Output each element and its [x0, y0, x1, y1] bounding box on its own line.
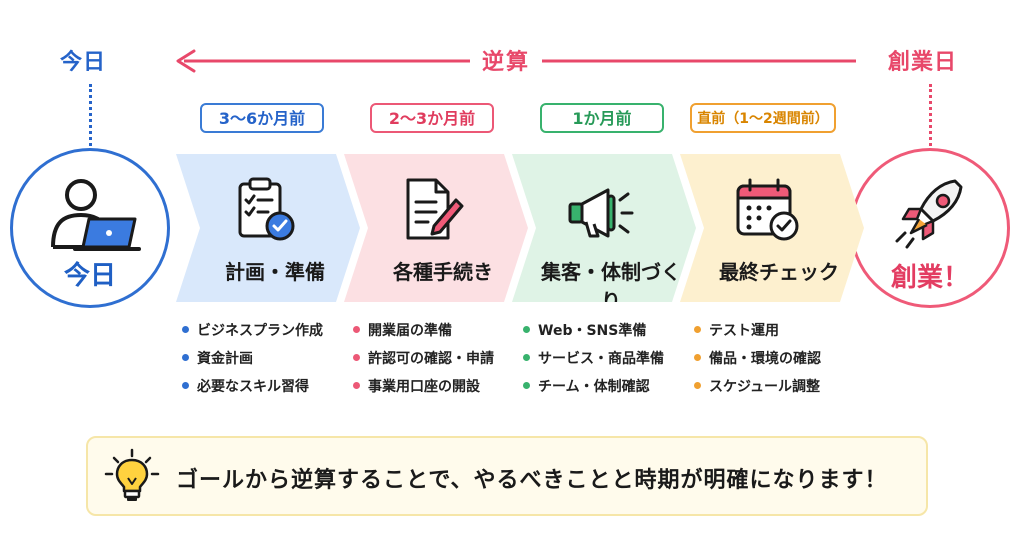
tip-icon-container	[102, 448, 162, 504]
list-item: サービス・商品準備	[523, 348, 664, 376]
launch-day-top-label: 創業日	[888, 50, 958, 75]
timing-badge-3: 1か月前	[540, 103, 664, 133]
dotted-connector-left	[89, 84, 92, 146]
step-chevron-procedures: 各種手続き	[344, 154, 528, 302]
today-circle: 今日	[10, 148, 170, 308]
task-list-plan: ビジネスプラン作成 資金計画 必要なスキル習得	[182, 320, 323, 404]
today-circle-label: 今日	[63, 261, 116, 291]
reverse-label: 逆算	[470, 44, 543, 76]
lightbulb-icon	[104, 448, 160, 501]
list-item: 開業届の準備	[353, 320, 494, 348]
list-item: 許認可の確認・申請	[353, 348, 494, 376]
step-title-final-check: 最終チェック	[719, 260, 839, 284]
launch-circle: 創業！	[850, 148, 1010, 308]
step-chevron-final-check: 最終チェック	[680, 154, 864, 302]
list-item: チーム・体制確認	[523, 376, 664, 404]
step-chevron-marketing: 集客・体制づくり	[512, 154, 696, 302]
timing-badge-2: 2〜3か月前	[370, 103, 494, 133]
today-top-label: 今日	[60, 50, 107, 75]
list-item: 必要なスキル習得	[182, 376, 323, 404]
step-title-plan: 計画・準備	[225, 260, 325, 284]
megaphone-icon	[568, 188, 634, 238]
dotted-connector-right	[929, 84, 932, 146]
list-item: 備品・環境の確認	[694, 348, 821, 376]
step-title-procedures: 各種手続き	[393, 260, 493, 284]
tip-box: ゴールから逆算することで、やるべきことと時期が明確になります！	[86, 436, 928, 516]
list-item: テスト運用	[694, 320, 821, 348]
task-list-marketing: Web・SNS準備 サービス・商品準備 チーム・体制確認	[523, 320, 664, 404]
step-title-marketing: 集客・体制づくり	[541, 260, 681, 313]
launch-circle-label: 創業！	[890, 263, 969, 293]
list-item: スケジュール調整	[694, 376, 821, 404]
rocket-icon	[895, 179, 963, 249]
checklist-clipboard-icon	[238, 177, 295, 241]
document-pencil-icon	[406, 178, 464, 240]
person-laptop-icon	[51, 179, 141, 251]
list-item: Web・SNS準備	[523, 320, 664, 348]
timing-badge-4: 直前（1〜2週間前）	[690, 103, 836, 133]
task-list-procedures: 開業届の準備 許認可の確認・申請 事業用口座の開設	[353, 320, 494, 404]
tip-message: ゴールから逆算することで、やるべきことと時期が明確になります！	[176, 468, 888, 493]
step-chevron-plan: 計画・準備	[176, 154, 360, 302]
timing-badge-1: 3〜6か月前	[200, 103, 324, 133]
calendar-check-icon	[736, 178, 799, 241]
list-item: ビジネスプラン作成	[182, 320, 323, 348]
list-item: 事業用口座の開設	[353, 376, 494, 404]
task-list-final-check: テスト運用 備品・環境の確認 スケジュール調整	[694, 320, 821, 404]
list-item: 資金計画	[182, 348, 323, 376]
